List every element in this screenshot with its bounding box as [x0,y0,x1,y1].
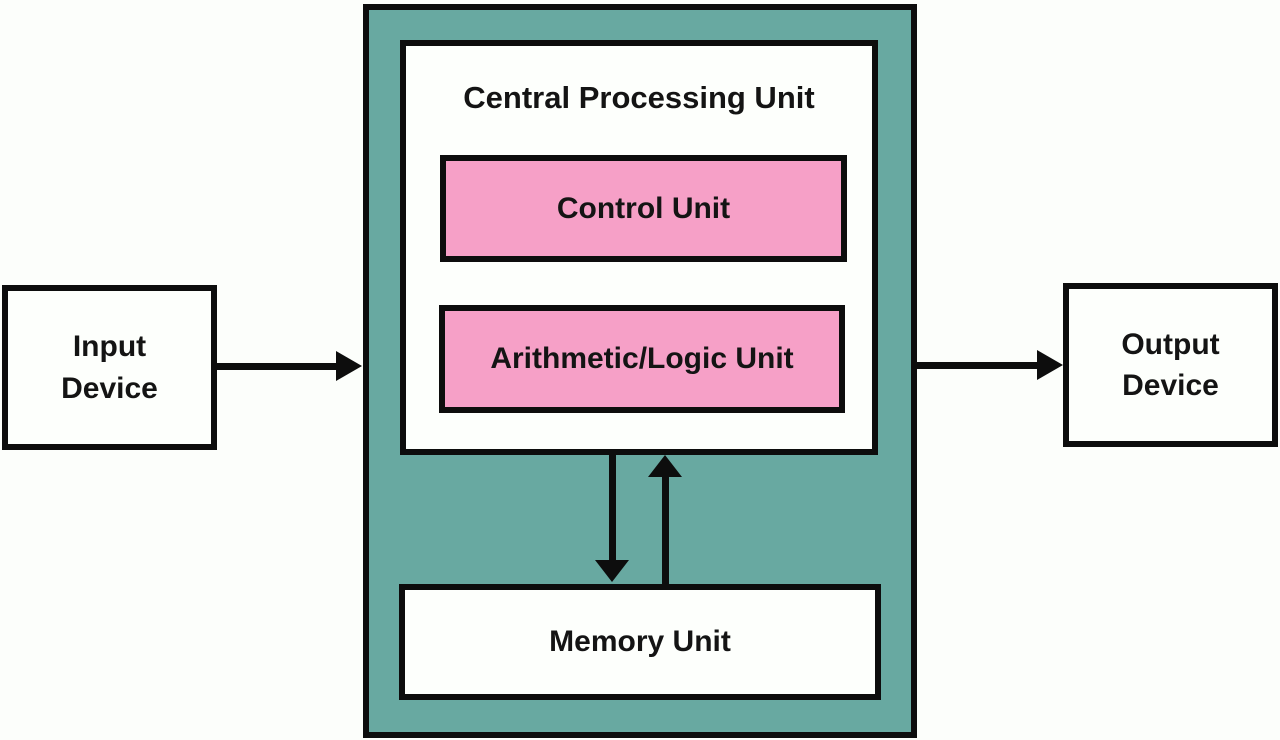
arrow-cpu-to-memory-head [595,560,629,582]
output-device-label: Output Device [1121,327,1220,402]
input-device-label: Input Device [61,330,158,405]
arrow-memory-to-cpu [662,475,669,587]
arrow-cpu-to-output [916,362,1038,369]
control-unit-box: Control Unit [440,155,847,262]
arrow-cpu-to-memory [609,450,616,562]
input-device-box: Input Device [2,285,217,450]
memory-unit-box: Memory Unit [399,584,881,700]
alu-label: Arithmetic/Logic Unit [490,342,794,376]
memory-unit-label: Memory Unit [549,625,731,659]
cpu-title: Central Processing Unit [463,80,815,115]
alu-box: Arithmetic/Logic Unit [439,305,845,413]
arrow-memory-to-cpu-head [648,455,682,477]
arrow-input-to-cpu [217,363,337,370]
output-device-box: Output Device [1063,283,1278,447]
control-unit-label: Control Unit [556,191,731,225]
arrow-cpu-to-output-head [1037,350,1063,380]
arrow-input-to-cpu-head [336,351,362,381]
